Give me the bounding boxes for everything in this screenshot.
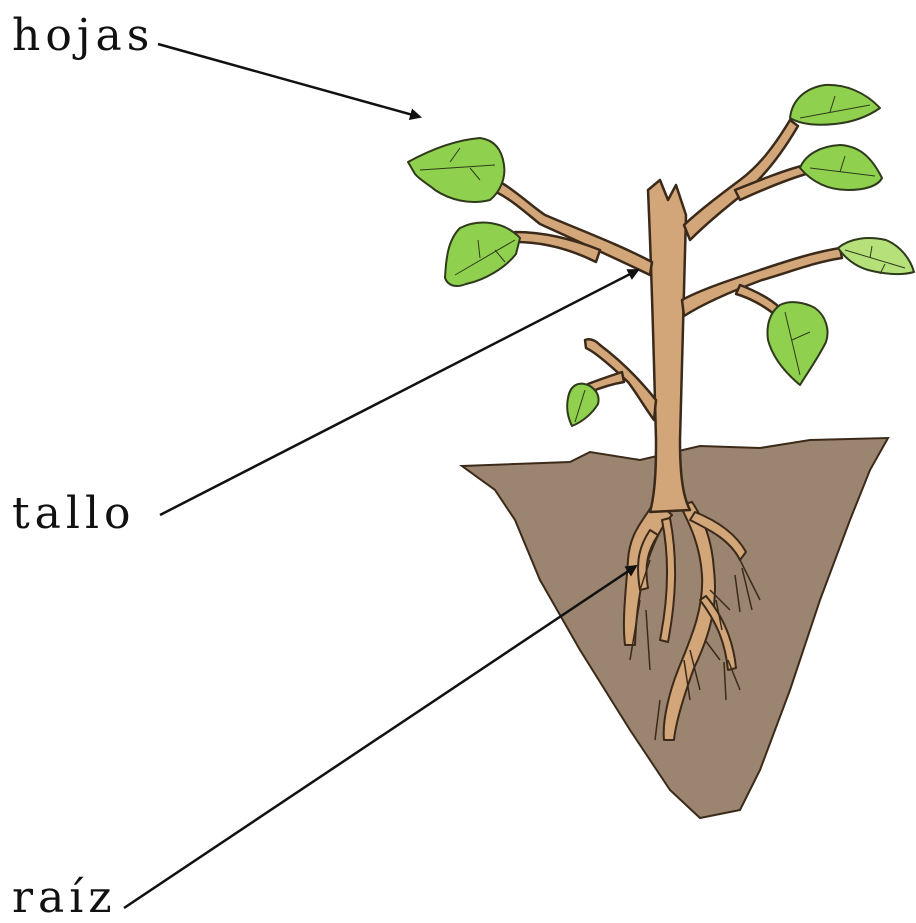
arrow-hojas (158, 44, 420, 117)
arrow-raiz (124, 566, 636, 908)
leaf (567, 384, 598, 426)
leaf (445, 223, 520, 286)
leaf (790, 85, 880, 125)
leaf (768, 302, 828, 385)
leaf (838, 238, 914, 274)
